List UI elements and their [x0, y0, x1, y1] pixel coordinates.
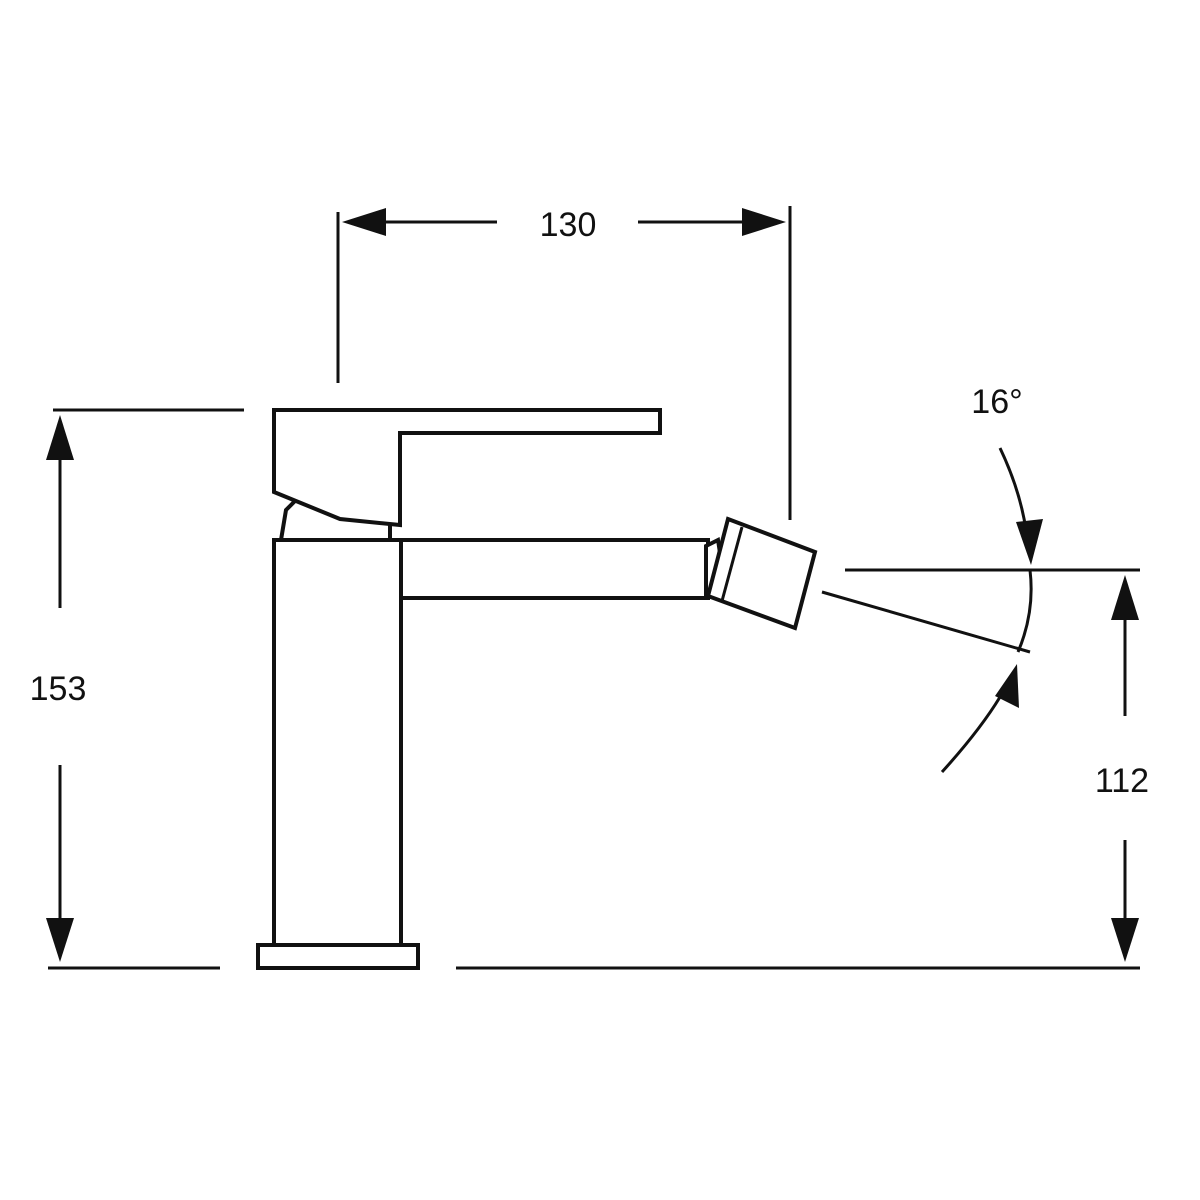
arrowhead-up-icon — [46, 415, 74, 460]
arrowhead-down-icon — [46, 918, 74, 962]
arrowhead-down-icon — [1111, 918, 1139, 962]
spout — [399, 538, 710, 600]
arrowhead-right-icon — [742, 208, 786, 236]
width-label: 130 — [540, 206, 597, 244]
arrowhead-up-icon — [1111, 575, 1139, 620]
arrowhead-up-icon — [995, 664, 1019, 708]
angle-arrow-upper-shaft — [998, 447, 1028, 531]
arrowhead-left-icon — [342, 208, 386, 236]
width-dimension: 130 — [336, 206, 792, 520]
tap-body — [256, 408, 818, 970]
nozzle — [705, 516, 818, 631]
tap-column — [272, 538, 403, 947]
base-plate — [256, 943, 420, 970]
angle-dimension: 16° — [821, 383, 1043, 774]
lever-handle — [272, 408, 662, 528]
angle-label: 16° — [971, 383, 1022, 421]
spout-height-dimension: 112 — [456, 568, 1149, 970]
nozzle-inner-line — [720, 526, 744, 602]
spout-height-label: 112 — [1095, 762, 1149, 800]
total-height-label: 153 — [30, 670, 87, 708]
arrowhead-down-icon — [1016, 519, 1043, 565]
angle-arc — [1016, 569, 1033, 653]
total-height-dimension: 153 — [30, 408, 244, 970]
nozzle-axis-line — [821, 590, 1031, 654]
angle-arrow-lower-shaft — [940, 696, 1002, 774]
